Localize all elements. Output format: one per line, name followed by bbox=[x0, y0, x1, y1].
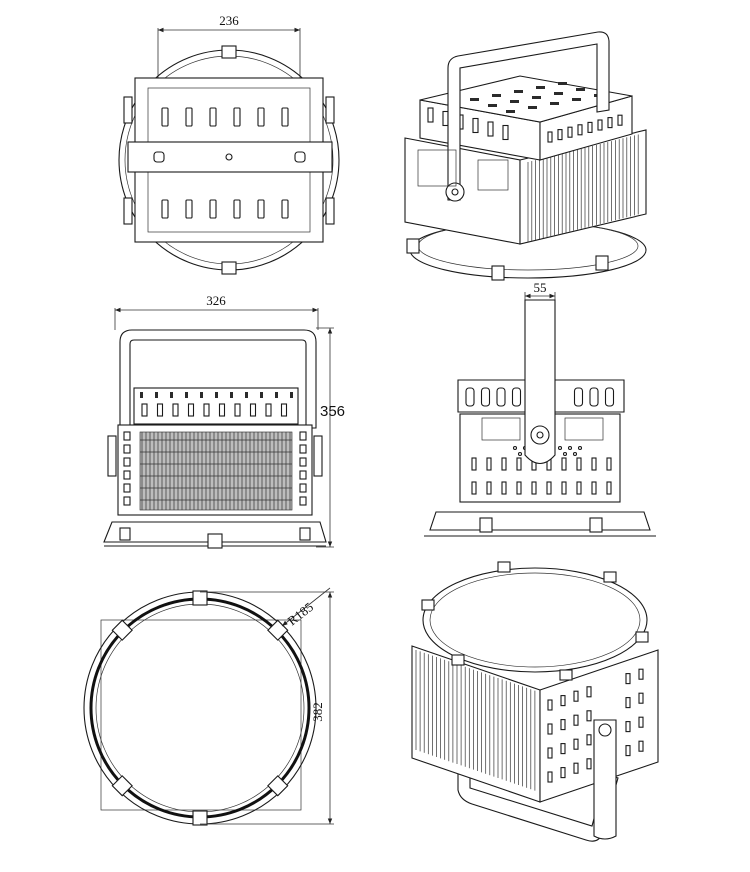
front-view: 326 356 bbox=[103, 293, 345, 549]
front-view-height-dimension: 356 bbox=[316, 327, 345, 548]
iso2-fins bbox=[415, 650, 536, 791]
dim-front-width: 326 bbox=[206, 293, 226, 308]
front-fins bbox=[123, 431, 307, 511]
iso2-slots bbox=[547, 668, 644, 783]
ring-radius-dimension: R185 bbox=[281, 587, 331, 628]
ring-view: R185 382 bbox=[83, 587, 334, 826]
front-view-width-dimension: 326 bbox=[114, 293, 319, 330]
isometric-view-upper bbox=[404, 31, 647, 281]
side-view: 55 bbox=[424, 280, 656, 537]
front-top-slots bbox=[140, 392, 293, 417]
dim-top-width: 236 bbox=[219, 13, 239, 28]
dim-ring-radius: R185 bbox=[285, 599, 316, 628]
ring-clips bbox=[111, 590, 289, 826]
dim-ring-height: 382 bbox=[310, 702, 325, 722]
dim-front-height: 356 bbox=[320, 403, 345, 420]
iso-fins bbox=[527, 134, 639, 242]
side-top-slots bbox=[465, 387, 615, 407]
dim-side-bracket-width: 55 bbox=[534, 280, 547, 295]
top-view-dimension: 236 bbox=[157, 13, 301, 82]
side-view-bracket-dimension: 55 bbox=[524, 280, 556, 312]
isometric-view-lower bbox=[411, 561, 659, 842]
ring-height-dimension: 382 bbox=[200, 591, 334, 825]
top-view-slots bbox=[161, 107, 289, 219]
top-view: 236 bbox=[118, 13, 340, 275]
